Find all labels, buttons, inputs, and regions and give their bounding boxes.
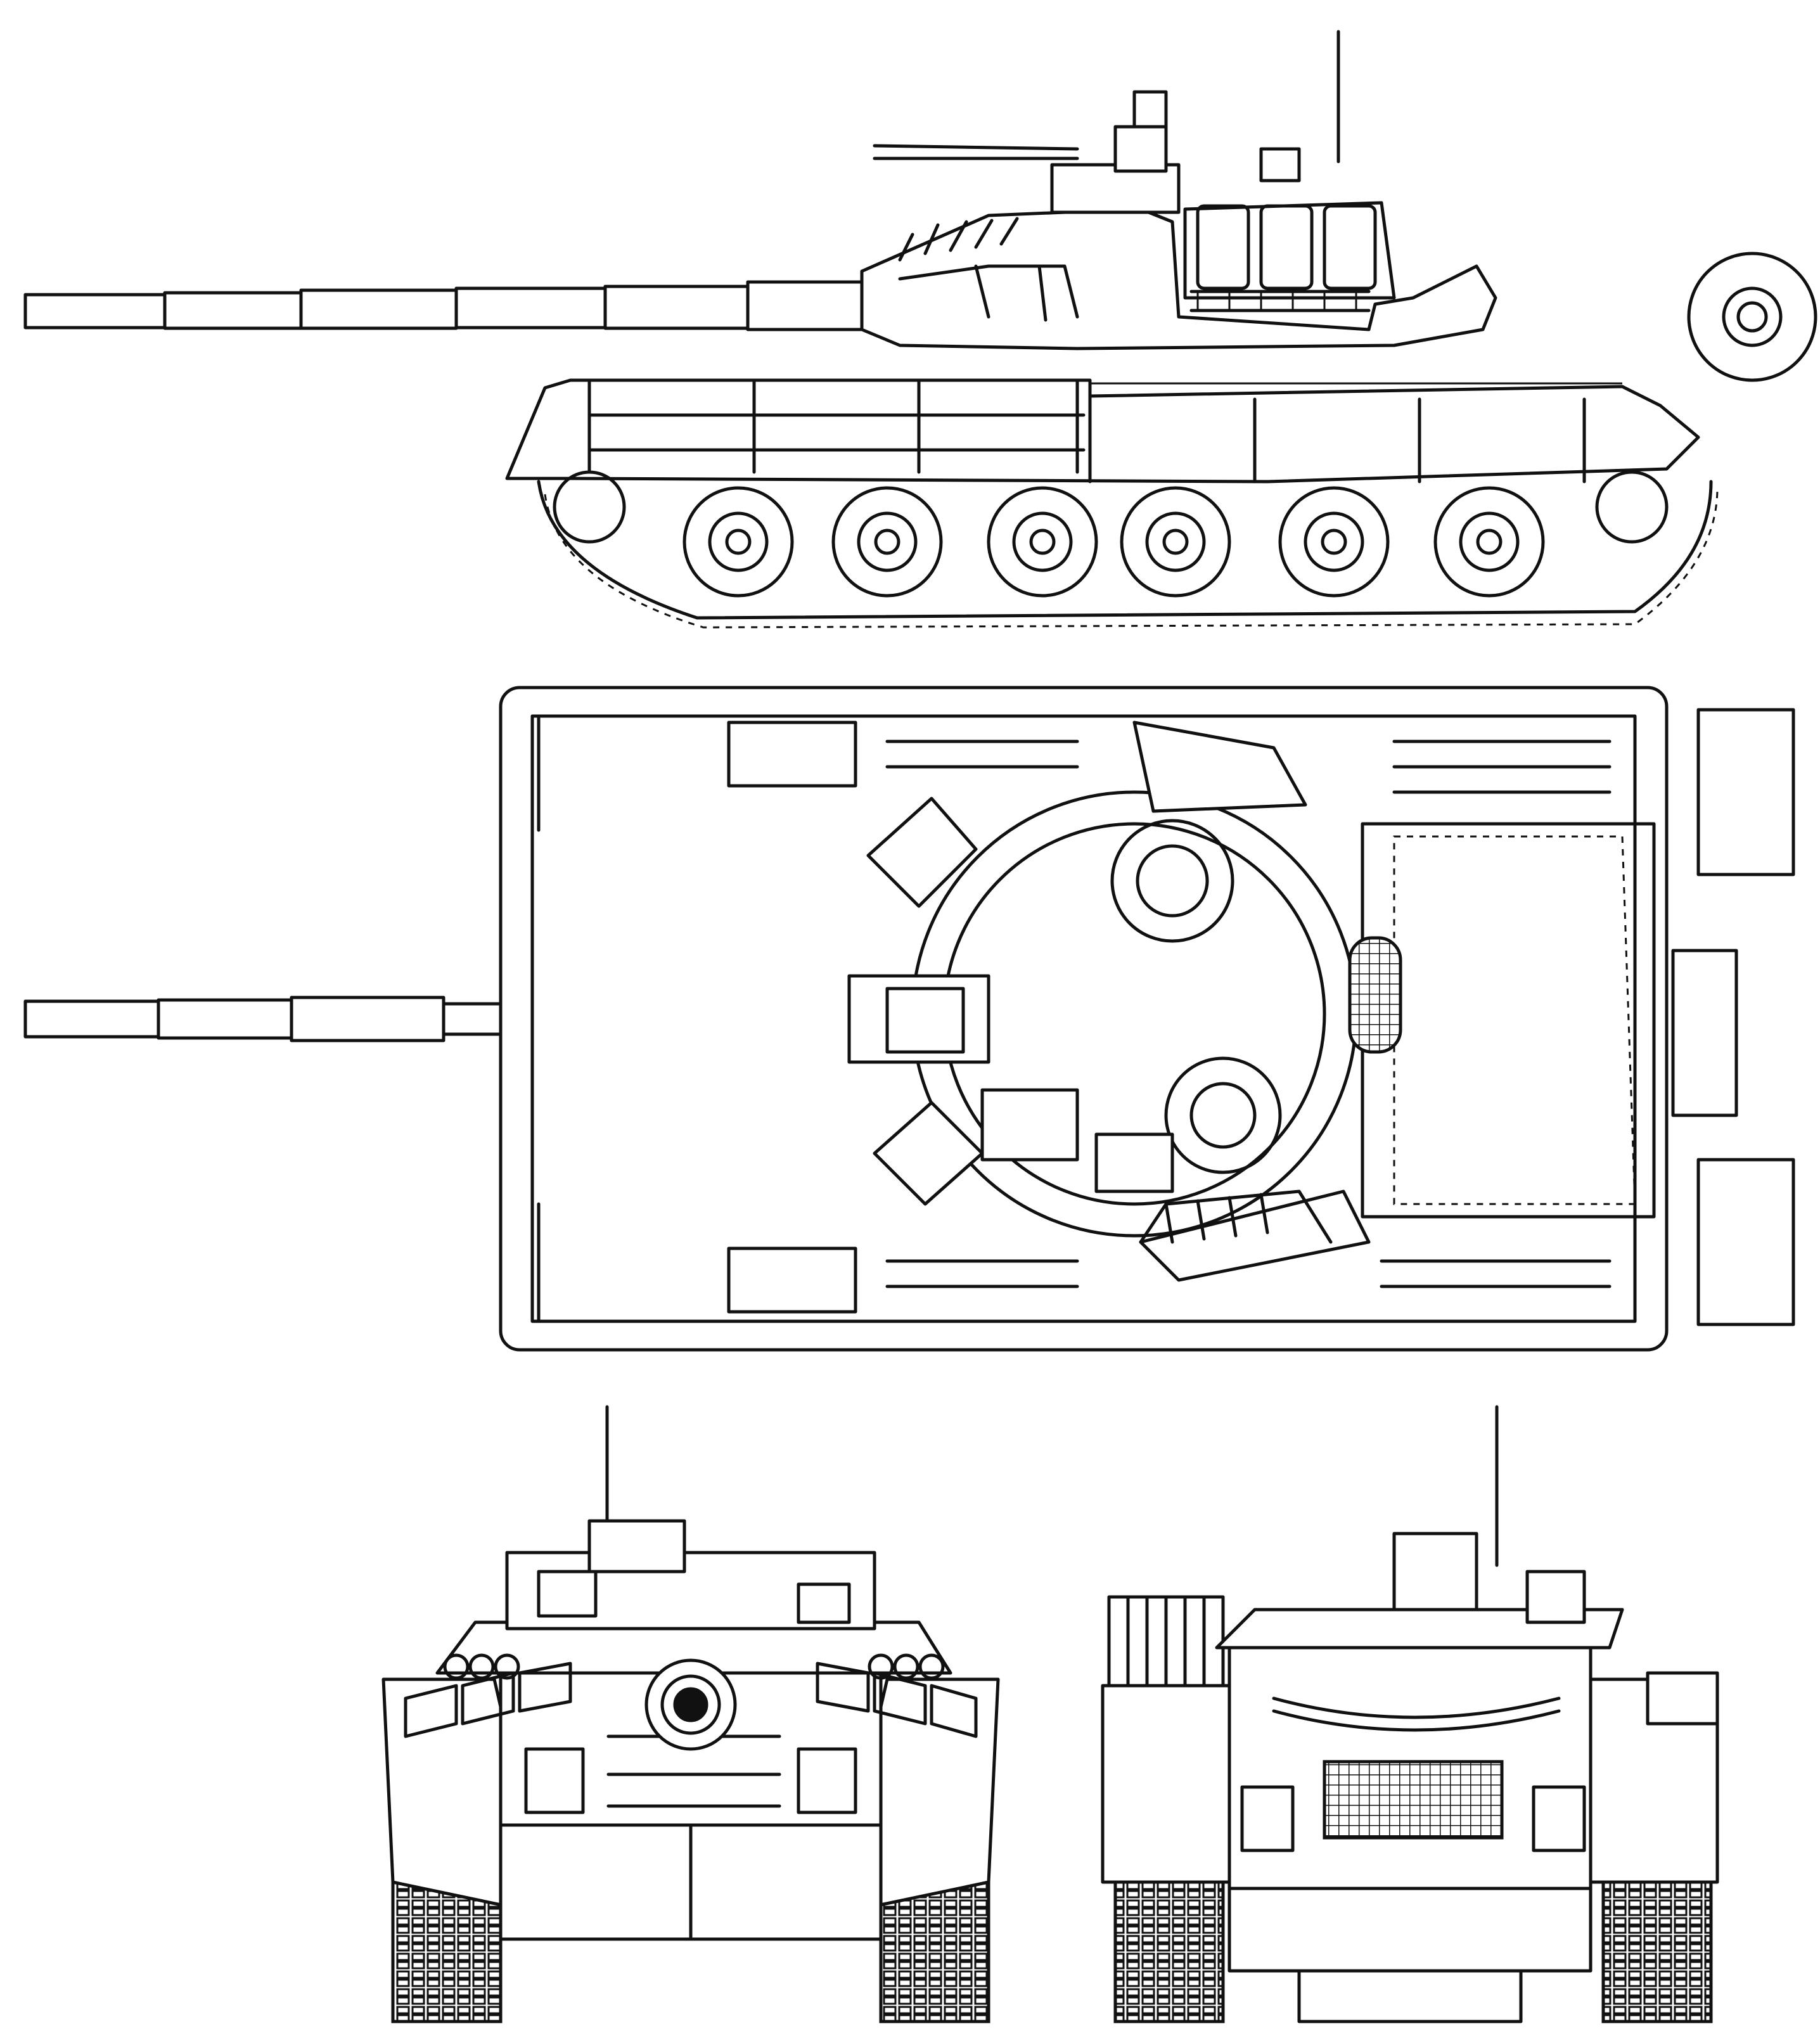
rear-view (1101, 1405, 1719, 2023)
front-view (381, 1405, 1000, 2023)
side-view (23, 30, 1817, 629)
top-view (23, 686, 1795, 1352)
